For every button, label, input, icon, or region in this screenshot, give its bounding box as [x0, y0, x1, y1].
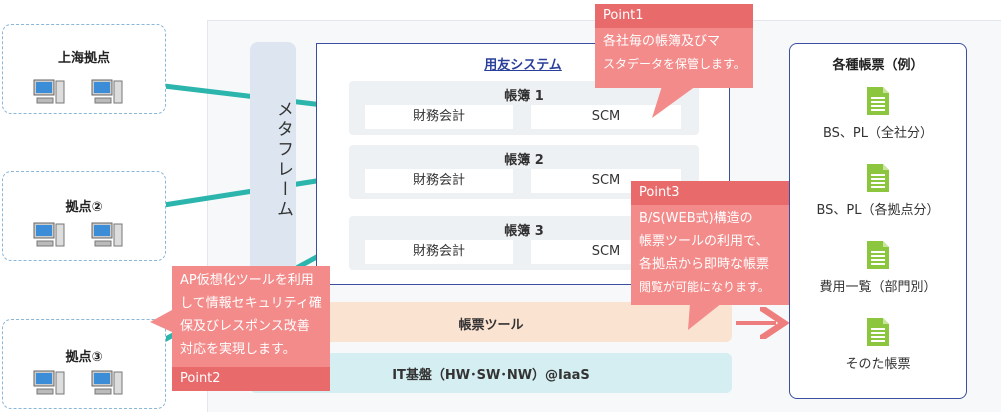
ledger-1: 帳簿 1 財務会計 SCM — [349, 81, 699, 135]
reports-title: 各種帳票（例） — [832, 58, 924, 73]
callout-point3: Point3 B/S(WEB式)構造の 帳票ツールの利用で、 各拠点から即時な帳… — [631, 181, 789, 305]
report-tool-label: 帳票ツール — [458, 318, 524, 333]
callout-line: スタデータを保管します。 — [603, 57, 746, 71]
report-label: そのた帳票 — [845, 357, 911, 372]
callout-line: 閲覧が可能になります。 — [639, 280, 770, 294]
callout-body: 各社毎の帳簿及びマ スタデータを保管します。 — [595, 28, 753, 78]
ledger-cell-finance: 財務会計 — [365, 105, 513, 129]
document-icon — [867, 241, 889, 269]
ledger-title: 帳簿 1 — [504, 89, 544, 104]
callout-point1: Point1 各社毎の帳簿及びマ スタデータを保管します。 — [595, 4, 753, 88]
ledger-cell-scm: SCM — [531, 105, 681, 129]
metaframe-label: メタフレーム — [273, 100, 293, 220]
reports-box: 各種帳票（例） BS、PL（全社分） BS、PL（各拠点分） 費用一覧（部門別）… — [789, 43, 967, 399]
callout-heading: Point2 — [172, 367, 330, 391]
site-label: 拠点③ — [65, 350, 103, 365]
callout-body: AP仮想化ツールを利用 して情報セキュリティ確 保及びレスポンス改善 対応を実現… — [172, 266, 330, 363]
point2-tail — [150, 310, 172, 332]
computer-icon — [91, 79, 123, 104]
ledger-title: 帳簿 3 — [504, 224, 544, 239]
document-icon — [867, 164, 889, 192]
point3-tail — [688, 303, 722, 330]
computer-icon — [91, 370, 123, 395]
callout-line: 各拠点から即時な帳票 — [639, 257, 770, 272]
report-label: BS、PL（各拠点分） — [816, 203, 940, 218]
callout-line: 各社毎の帳簿及びマ — [603, 34, 721, 49]
report-item: 費用一覧（部門別） — [790, 240, 966, 295]
site-label: 上海拠点 — [57, 51, 110, 66]
computer-icon — [33, 222, 65, 247]
report-tool-bar: 帳票ツール — [250, 302, 732, 342]
system-title: 用友システム — [484, 58, 562, 73]
ledger-cell-finance: 財務会計 — [365, 240, 513, 264]
computer-icon — [91, 222, 123, 247]
ledger-title: 帳簿 2 — [504, 153, 544, 168]
it-infrastructure-bar: IT基盤（HW･SW･NW）@IaaS — [250, 353, 732, 393]
point1-tail — [652, 86, 696, 118]
site-2: 拠点② — [2, 171, 166, 261]
computer-icon — [33, 79, 65, 104]
callout-line: 帳票ツールの利用で、 — [639, 234, 769, 249]
site-3: 拠点③ — [2, 319, 166, 409]
report-item: BS、PL（各拠点分） — [790, 163, 966, 218]
callout-line: AP仮想化ツールを利用 — [180, 273, 314, 288]
report-item: そのた帳票 — [790, 317, 966, 372]
report-label: BS、PL（全社分） — [822, 126, 934, 141]
callout-heading: Point1 — [595, 4, 753, 28]
report-item: BS、PL（全社分） — [790, 86, 966, 141]
it-infrastructure-label: IT基盤（HW･SW･NW）@IaaS — [392, 368, 590, 383]
document-icon — [867, 318, 889, 346]
ledger-cell-finance: 財務会計 — [365, 169, 513, 193]
callout-line: 保及びレスポンス改善 — [180, 319, 310, 334]
site-shanghai: 上海拠点 — [2, 24, 166, 114]
callout-heading: Point3 — [631, 181, 789, 205]
computer-icon — [33, 370, 65, 395]
document-icon — [867, 87, 889, 115]
site-label: 拠点② — [65, 200, 103, 215]
callout-line: して情報セキュリティ確 — [180, 296, 322, 311]
callout-point2: AP仮想化ツールを利用 して情報セキュリティ確 保及びレスポンス改善 対応を実現… — [172, 266, 330, 391]
callout-line: B/S(WEB式)構造の — [639, 211, 753, 226]
report-label: 費用一覧（部門別） — [819, 280, 937, 295]
callout-body: B/S(WEB式)構造の 帳票ツールの利用で、 各拠点から即時な帳票 閲覧が可能… — [631, 205, 789, 301]
callout-line: 対応を実現します。 — [180, 342, 296, 357]
